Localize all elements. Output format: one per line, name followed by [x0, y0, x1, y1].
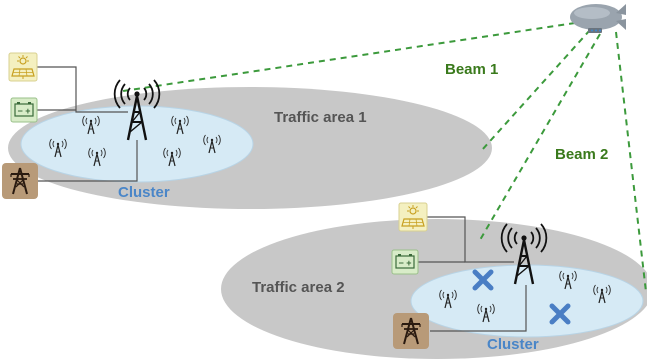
solar-panel-icon — [8, 52, 38, 82]
battery-symbol: − + — [398, 258, 411, 268]
cluster-2 — [410, 264, 644, 338]
solar-panel-icon — [398, 202, 428, 232]
power-pylon-icon — [1, 162, 39, 200]
beam-2-label: Beam 2 — [555, 146, 608, 163]
traffic-area-2-label: Traffic area 2 — [252, 279, 345, 296]
beam-1-left-edge — [122, 22, 576, 92]
power-wires-area-1 — [37, 66, 138, 182]
power-pylon-icon — [392, 312, 430, 350]
beam-lines — [122, 22, 647, 293]
beam-2-left-edge — [479, 33, 601, 241]
airship-icon — [570, 4, 626, 33]
traffic-area-1-label: Traffic area 1 — [274, 109, 367, 126]
battery-symbol: − + — [17, 106, 30, 116]
beam-1-label: Beam 1 — [445, 61, 498, 78]
power-wires-area-2 — [418, 216, 527, 332]
cluster-2-label: Cluster — [487, 336, 539, 353]
beam-1-right-edge — [481, 29, 591, 151]
cluster-1-label: Cluster — [118, 184, 170, 201]
